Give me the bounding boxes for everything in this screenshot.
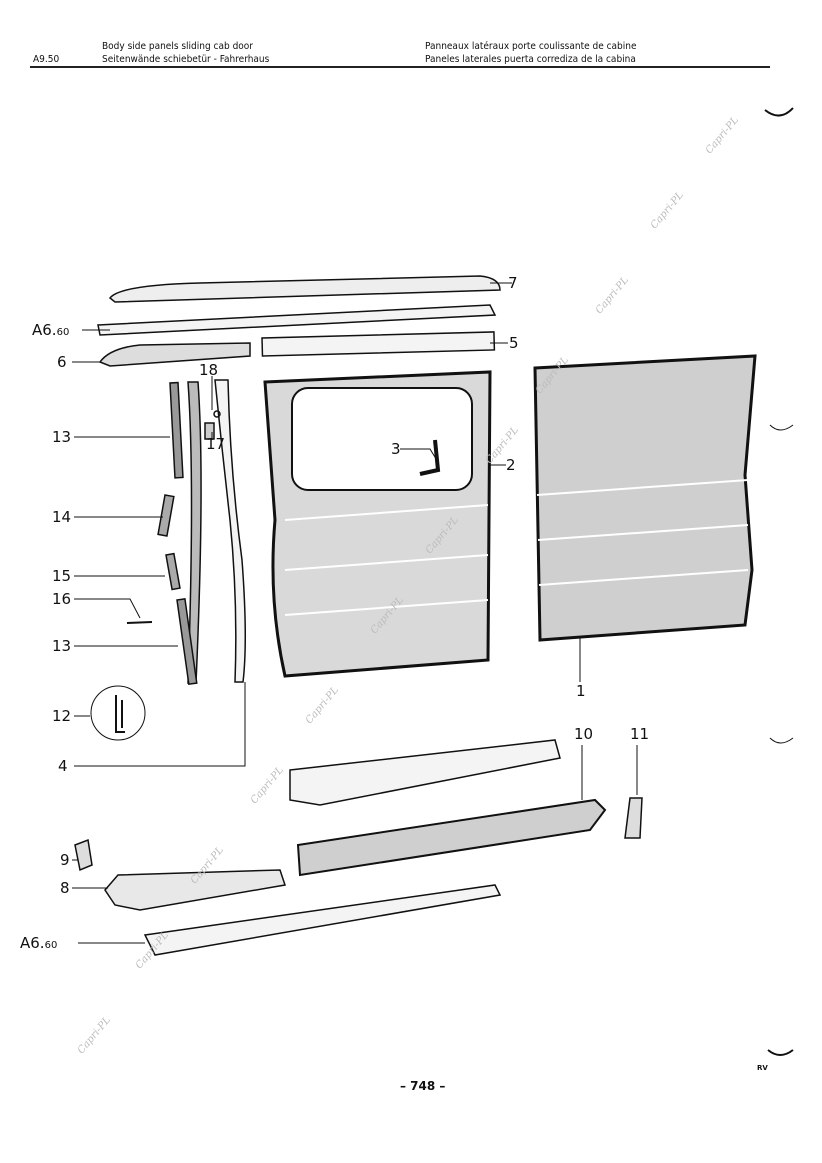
callout-a6-top-sub: 60 [56, 327, 70, 338]
part-track-top [97, 304, 497, 336]
part-13-seal-lower [176, 598, 198, 686]
part-8 [104, 869, 286, 911]
callout-16: 16 [52, 590, 72, 608]
part-2-window-opening [291, 387, 473, 491]
callout-8: 8 [60, 879, 70, 897]
part-5 [261, 331, 496, 357]
title-english: Body side panels sliding cab door [102, 41, 253, 52]
callout-3: 3 [391, 440, 401, 458]
section-code: A9.50 [33, 54, 60, 65]
part-1-inner-panel [533, 354, 757, 642]
callout-10: 10 [574, 725, 594, 743]
callout-15: 15 [52, 567, 72, 585]
callout-a6-bottom-sub: 60 [44, 940, 58, 951]
callout-11: 11 [630, 725, 650, 743]
part-16-screw [126, 621, 153, 624]
callout-17: 17 [206, 435, 226, 453]
callout-1: 1 [576, 682, 586, 700]
part-11 [624, 797, 643, 839]
callout-5: 5 [509, 334, 519, 352]
callout-13-upper: 13 [52, 428, 72, 446]
part-17 [204, 422, 215, 440]
part-track-bottom [143, 884, 502, 956]
callout-13-lower: 13 [52, 637, 72, 655]
callout-12: 12 [52, 707, 72, 725]
part-13-seal-upper [169, 381, 184, 479]
part-6 [98, 342, 251, 367]
callout-4: 4 [58, 757, 68, 775]
binder-mark [764, 107, 794, 117]
page-number: – 748 – [400, 1079, 446, 1093]
callout-a6-bottom-main: A6. [20, 934, 45, 952]
title-french: Panneaux latéraux porte coulissante de c… [425, 41, 637, 52]
part-15 [165, 552, 181, 591]
part-10-sill [296, 798, 607, 877]
part-lower-rail [289, 739, 561, 806]
callout-a6-top: A6.60 [32, 323, 69, 340]
callout-18: 18 [199, 361, 219, 379]
part-18 [213, 410, 221, 418]
callout-14: 14 [52, 508, 72, 526]
title-spanish: Paneles laterales puerta corrediza de la… [425, 54, 636, 65]
part-12-detail [90, 685, 146, 741]
callout-a6-bottom: A6.60 [20, 936, 57, 953]
footer-mark: RV [757, 1064, 768, 1072]
part-14 [157, 494, 175, 537]
part-4-pillar [214, 379, 247, 683]
callout-6: 6 [57, 353, 67, 371]
callout-2: 2 [506, 456, 516, 474]
callout-7: 7 [508, 274, 518, 292]
callout-9: 9 [60, 851, 70, 869]
part-7-roof-rail [108, 275, 501, 303]
part-3-corner-bracket [419, 439, 441, 476]
header-rule [30, 66, 770, 68]
title-german: Seitenwände schiebetür - Fahrerhaus [102, 54, 270, 65]
callout-a6-top-main: A6. [32, 321, 57, 339]
part-9 [74, 838, 93, 872]
